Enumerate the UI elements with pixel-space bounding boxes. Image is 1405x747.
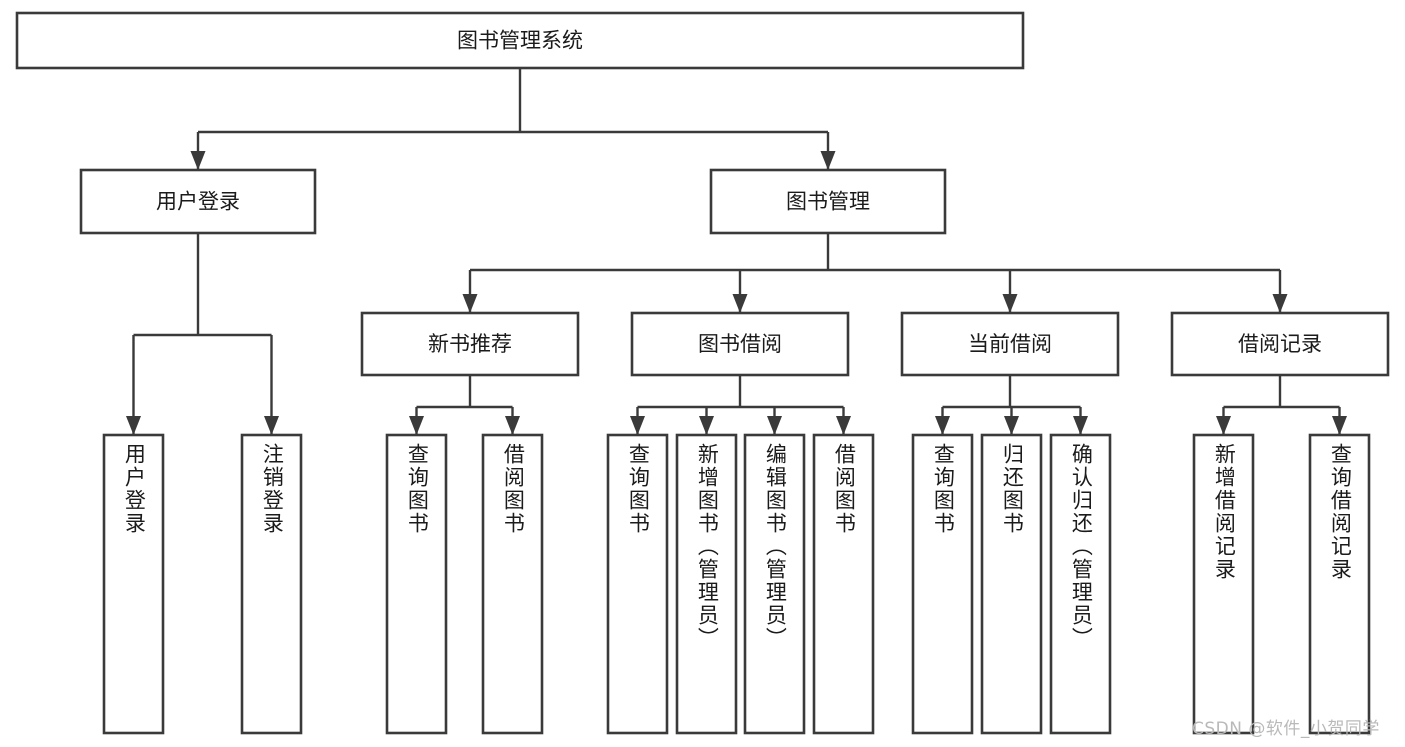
node-label-book-borrow: 图书借阅 [698,332,782,356]
node-box-leaf-add-book-admin[interactable] [675,433,738,735]
arrow-head-icon [1216,416,1231,435]
node-label-new-book-recommend: 新书推荐 [428,332,512,356]
arrow-head-icon [820,151,836,170]
arrow-head-icon [126,416,141,435]
node-box-leaf-user-login[interactable] [102,433,165,735]
node-box-new-book-recommend[interactable] [360,311,580,377]
node-box-root[interactable] [15,11,1025,70]
node-box-leaf-add-borrow-record[interactable] [1192,433,1255,735]
node-box-leaf-borrow-book[interactable] [812,433,875,735]
connector-layer [126,68,1347,435]
node-box-layer [15,11,1390,735]
node-box-leaf-query-borrow-record[interactable] [1308,433,1371,735]
node-box-leaf-return-book[interactable] [980,433,1043,735]
node-box-user-login[interactable] [79,168,317,235]
arrow-head-icon [409,416,424,435]
node-box-leaf-edit-book-admin[interactable] [743,433,806,735]
arrow-head-icon [264,416,279,435]
node-box-leaf-confirm-return-admin[interactable] [1049,433,1112,735]
arrow-head-icon [190,151,206,170]
node-box-leaf-query-book[interactable] [606,433,669,735]
arrow-head-icon [1073,416,1088,435]
node-label-user-login: 用户登录 [156,190,240,214]
node-box-leaf-query-book-recommend[interactable] [385,433,448,735]
arrow-head-icon [935,416,950,435]
arrow-head-icon [1002,294,1018,313]
node-box-leaf-user-logout[interactable] [240,433,303,735]
node-label-current-borrow: 当前借阅 [968,332,1052,356]
node-label-borrow-record: 借阅记录 [1238,332,1322,356]
node-box-leaf-borrow-book-recommend[interactable] [481,433,544,735]
arrow-head-icon [1004,416,1019,435]
node-box-current-borrow[interactable] [900,311,1120,377]
node-box-book-borrow[interactable] [630,311,850,377]
arrow-head-icon [836,416,851,435]
node-box-borrow-record[interactable] [1170,311,1390,377]
arrow-head-icon [767,416,782,435]
node-label-book-manage: 图书管理 [786,190,870,214]
arrow-head-icon [630,416,645,435]
node-box-leaf-query-book-current[interactable] [911,433,974,735]
arrow-head-icon [1272,294,1288,313]
watermark-text: CSDN @软件_小贺同学 [1192,719,1380,739]
node-box-book-manage[interactable] [709,168,947,235]
arrow-head-icon [462,294,478,313]
arrow-head-icon [699,416,714,435]
arrow-head-icon [732,294,748,313]
node-label-root: 图书管理系统 [457,29,583,53]
arrow-head-icon [505,416,520,435]
arrow-head-icon [1332,416,1347,435]
